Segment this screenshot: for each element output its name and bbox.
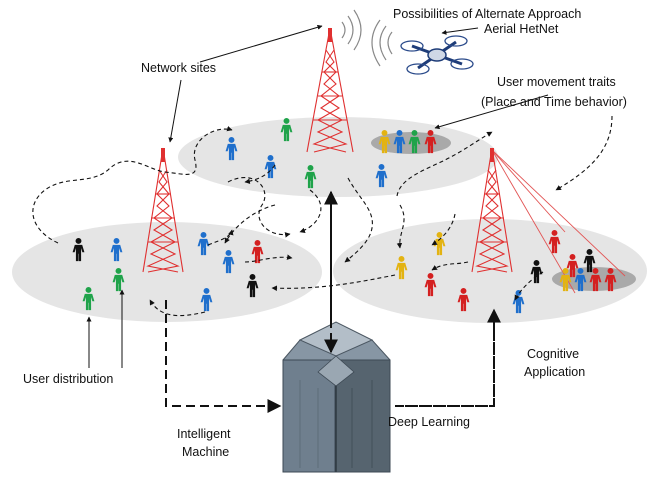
annotation-arrows bbox=[86, 24, 613, 368]
label-network-sites: Network sites bbox=[141, 61, 216, 75]
label-intelligent: Intelligent bbox=[177, 427, 231, 441]
cell-area-right bbox=[333, 219, 647, 323]
label-machine: Machine bbox=[182, 445, 229, 459]
tower-right bbox=[471, 147, 513, 273]
tower-center bbox=[306, 27, 354, 153]
label-cognitive: Cognitive bbox=[527, 347, 579, 361]
signal-waves-icon bbox=[341, 9, 393, 67]
drone-icon bbox=[400, 35, 474, 75]
label-application: Application bbox=[524, 365, 585, 379]
server-machine-icon bbox=[282, 321, 391, 473]
label-place-time: (Place and Time behavior) bbox=[481, 95, 627, 109]
label-deep-learning: Deep Learning bbox=[388, 415, 470, 429]
label-user-distribution: User distribution bbox=[23, 372, 113, 386]
movement-paths bbox=[32, 125, 544, 317]
tower-left bbox=[142, 147, 184, 273]
learning-loop-arrows bbox=[165, 190, 501, 413]
tower-beam-lines bbox=[491, 149, 626, 294]
label-alternate-approach: Possibilities of Alternate Approach bbox=[393, 7, 581, 21]
label-aerial-hetnet: Aerial HetNet bbox=[484, 22, 559, 36]
label-user-movement: User movement traits bbox=[497, 75, 616, 89]
